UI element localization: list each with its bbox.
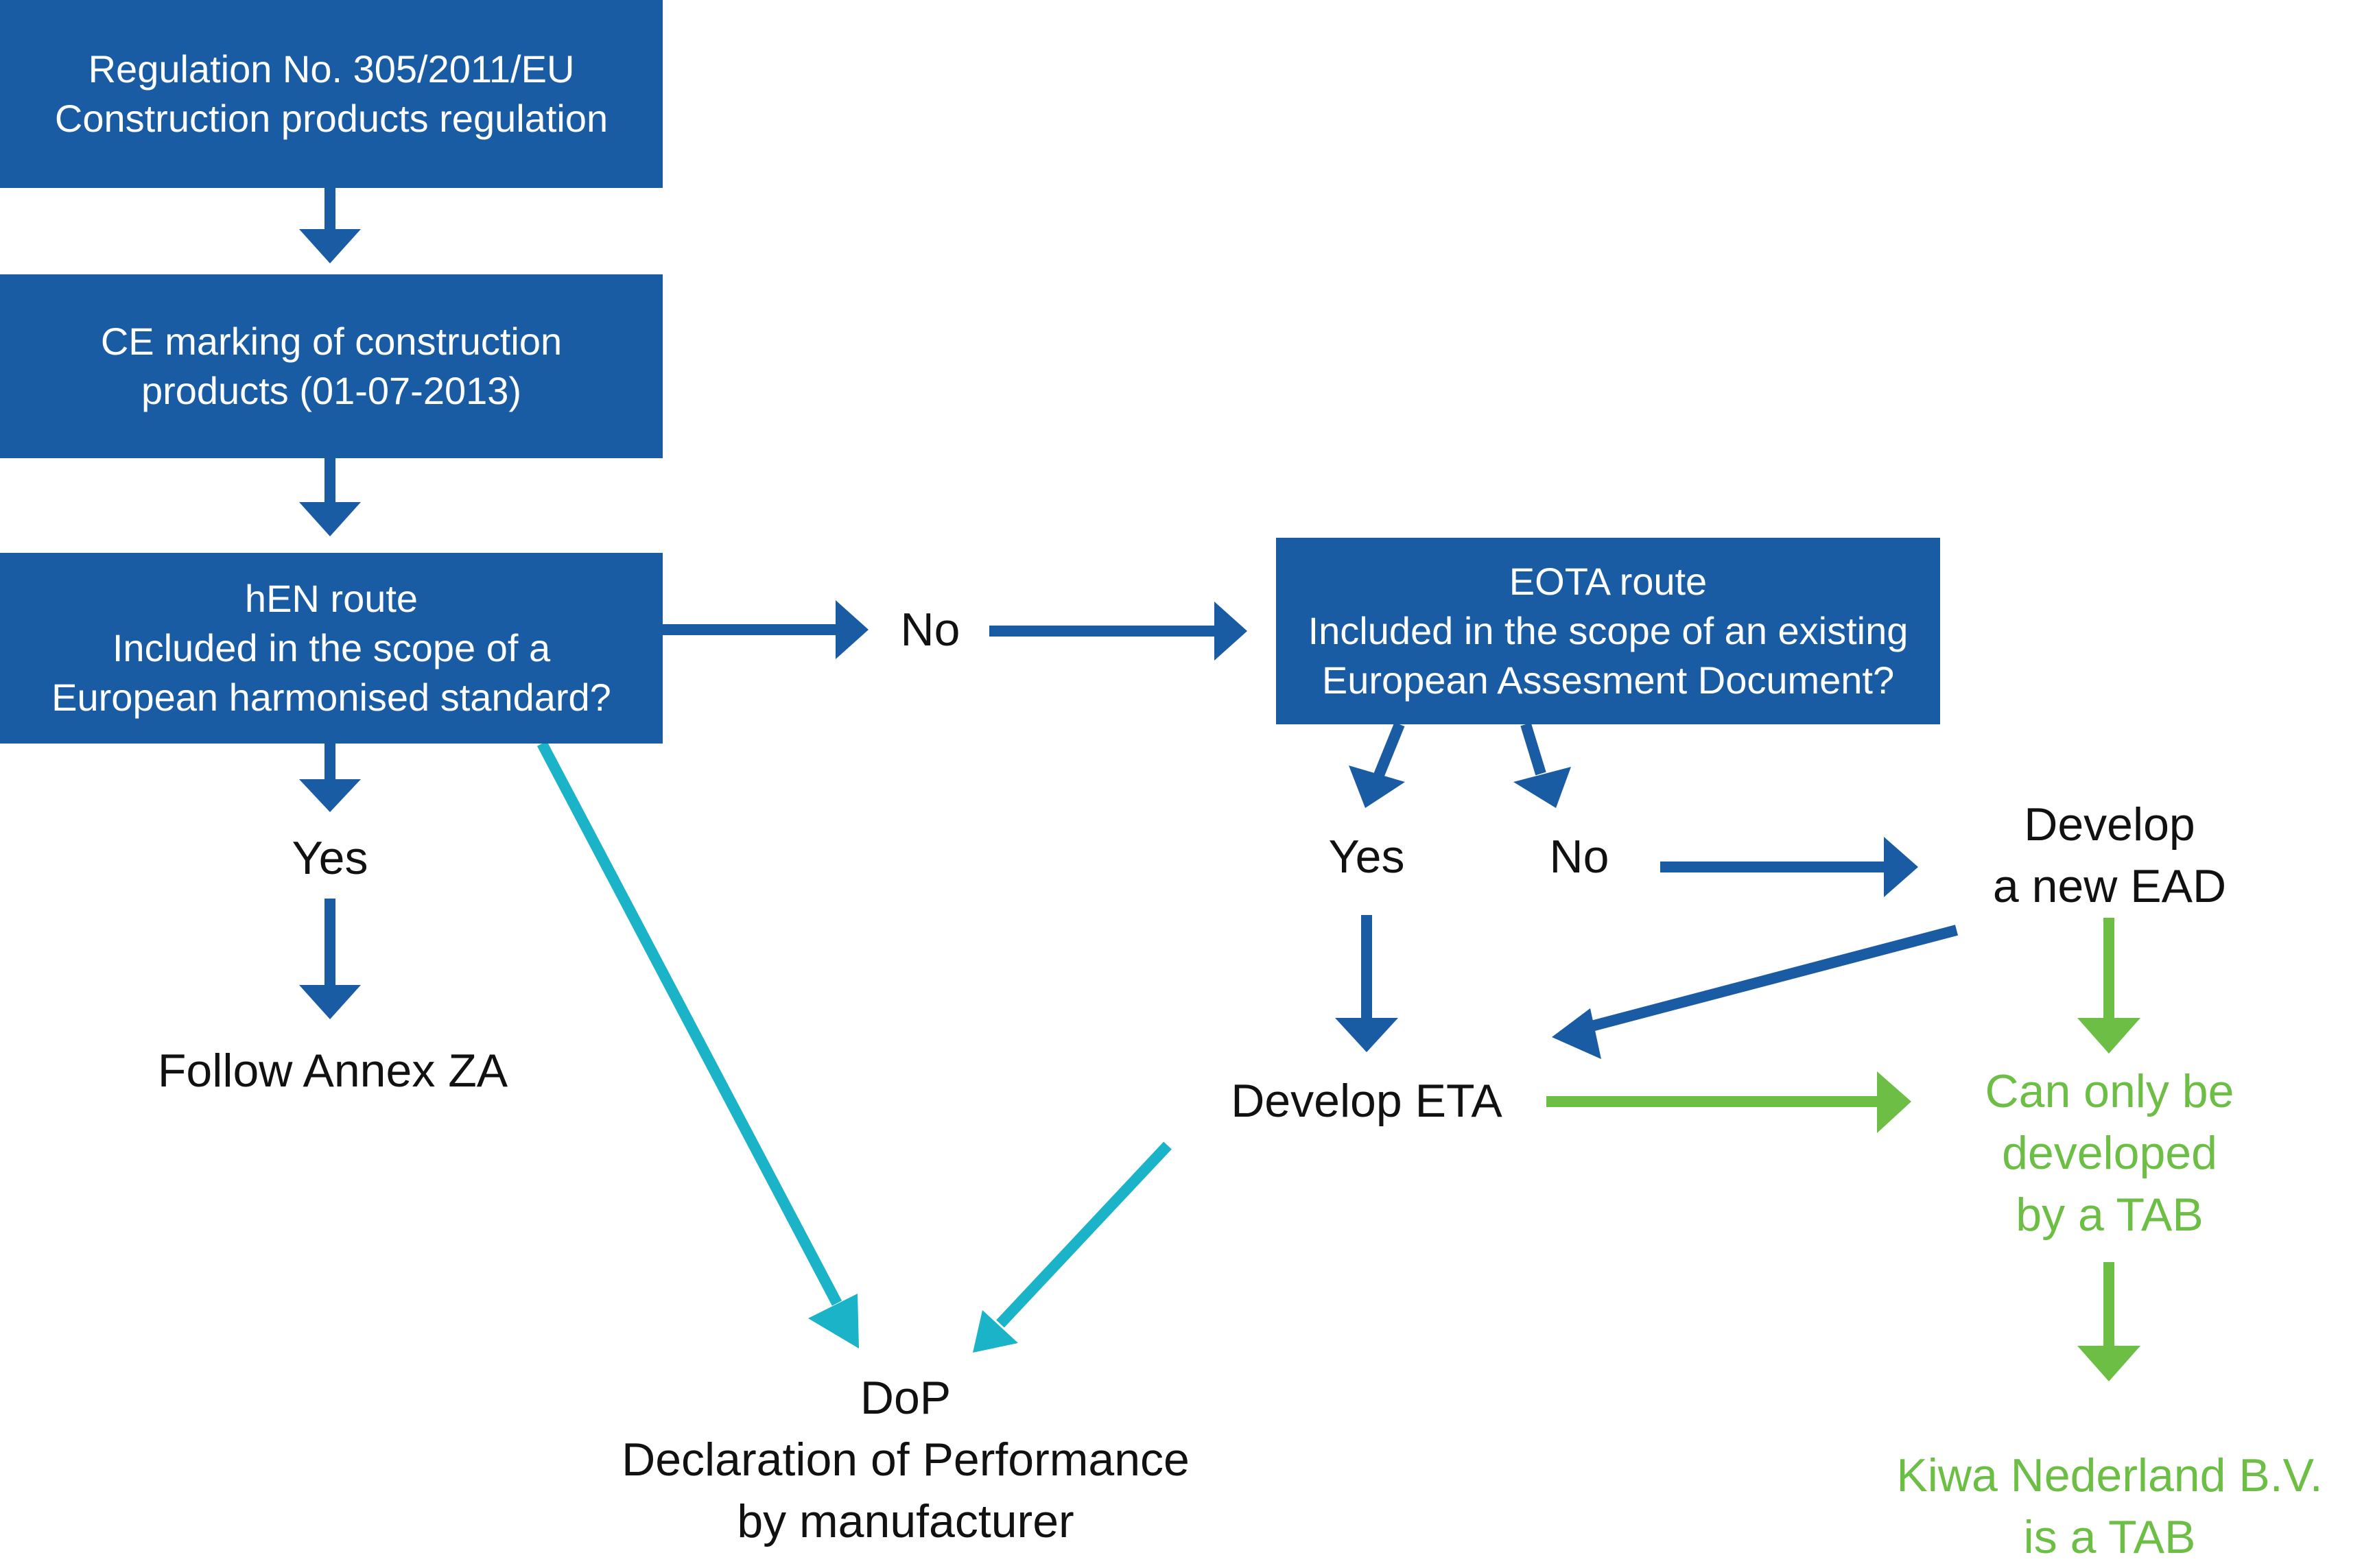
tab-only-line3: by a TAB [2016,1189,2204,1241]
arrow-hen-to-dop [536,741,859,1349]
arrow-eota-to-no [1513,722,1571,808]
kiwa-line1: Kiwa Nederland B.V. [1896,1449,2323,1501]
arrow-yes-to-annex [299,899,361,1019]
arrow-hen-to-yes [299,744,361,812]
develop-ead-label: Develop a new EAD [1941,794,2278,917]
kiwa-line2: is a TAB [2023,1511,2196,1563]
hen-yes-label: Yes [292,832,368,884]
arrow-develop-eta-to-dop [973,1141,1172,1353]
regulation-line2: Construction products regulation [54,97,609,140]
eota-route-line2: Included in the scope of an existing [1308,609,1909,652]
develop-eta-label: Develop ETA [1231,1075,1502,1127]
regulation-line1: Regulation No. 305/2011/EU [88,47,575,91]
arrow-develop-ead-to-eta [1552,925,1959,1059]
eota-route-title: EOTA route [1509,560,1708,603]
dop-label: DoP Declaration of Performance by manufa… [549,1367,1262,1552]
arrow-develop-eta-to-tab [1546,1071,1911,1133]
dop-line3: by manufacturer [737,1495,1074,1547]
eota-yes-label: Yes [1328,831,1405,883]
arrow-tab-to-kiwa [2077,1262,2140,1381]
hen-route-line2: Included in the scope of a [112,626,551,669]
arrow-eota-to-yes [1349,722,1405,808]
kiwa-label: Kiwa Nederland B.V. is a TAB [1852,1445,2367,1568]
develop-ead-line1: Develop [2024,798,2195,851]
hen-route-title: hEN route [244,577,418,620]
hen-route-box: hEN route Included in the scope of a Eur… [0,553,663,744]
hen-route-line3: European harmonised standard? [51,676,611,719]
tab-only-line1: Can only be [1985,1065,2234,1117]
eota-route-box: EOTA route Included in the scope of an e… [1276,538,1940,724]
eota-no-label: No [1549,831,1609,883]
ce-marking-box: CE marking of construction products (01-… [0,274,663,458]
dop-line2: Declaration of Performance [622,1434,1190,1486]
arrow-no-to-develop-ead [1660,837,1918,897]
arrow-yes-to-develop-eta [1335,915,1398,1052]
arrow-regulation-to-ce [299,188,361,263]
dop-line1: DoP [860,1372,952,1424]
develop-ead-line2: a new EAD [1992,860,2227,912]
arrow-develop-ead-to-tab [2077,918,2140,1054]
tab-only-label: Can only be developed by a TAB [1941,1060,2278,1246]
ce-marking-line1: CE marking of construction [100,320,563,363]
arrow-ce-to-hen [299,458,361,536]
arrow-hen-to-no [663,600,869,659]
regulation-box: Regulation No. 305/2011/EU Construction … [0,0,663,188]
annex-za-label: Follow Annex ZA [157,1045,508,1097]
hen-no-label: No [900,604,960,656]
eota-route-line3: European Assesment Document? [1321,658,1895,702]
arrow-no-to-eota [989,602,1247,661]
ce-marking-line2: products (01-07-2013) [141,369,522,412]
tab-only-line2: developed [2002,1127,2217,1179]
